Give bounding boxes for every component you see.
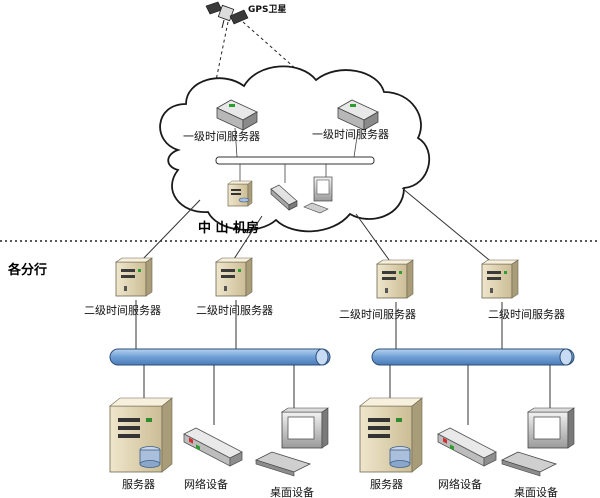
right-desktop-icon: [501, 407, 575, 477]
level2-server-4-icon: [481, 259, 519, 299]
right-server-label: 服务器: [370, 478, 403, 491]
level2-server-4-label: 二级时间服务器: [488, 308, 565, 321]
left-server-label: 服务器: [122, 478, 155, 491]
right-desktop-label: 桌面设备: [514, 485, 558, 498]
satellite-label: GPS卫星: [248, 4, 286, 15]
link-l1-to-l2-4: [401, 187, 495, 265]
right-network-device-icon: [437, 427, 497, 467]
right-branch-bus: [371, 348, 575, 366]
left-branch-bus: [109, 348, 331, 366]
level2-server-1-icon: [115, 257, 153, 297]
cloud-network-device-icon: [270, 184, 298, 211]
cloud-bus: [215, 156, 375, 165]
right-network-device-label: 网络设备: [438, 477, 482, 491]
left-network-device-label: 网络设备: [184, 477, 228, 491]
link-l1-to-l2-3: [355, 213, 393, 265]
left-desktop-label: 桌面设备: [270, 485, 314, 498]
link-l1-to-l2-1: [139, 199, 201, 263]
link-l1-to-l2-2: [231, 215, 263, 263]
branches-label: 各分行: [7, 262, 47, 278]
right-server-icon: [359, 397, 423, 473]
level2-server-3-icon: [376, 259, 414, 299]
left-desktop-icon: [255, 407, 329, 477]
satellite-icon: [205, 1, 249, 29]
level2-server-1-label: 二级时间服务器: [84, 304, 161, 317]
cloud-desktop-icon: [303, 176, 333, 214]
level2-server-2-icon: [215, 257, 253, 297]
data-center-label: 中 山 机房: [198, 220, 259, 236]
level1-server-2-label: 一级时间服务器: [312, 128, 389, 141]
level1-server-1-label: 一级时间服务器: [183, 130, 260, 143]
cloud-server-icon: [227, 180, 253, 207]
level2-server-3-label: 二级时间服务器: [339, 308, 416, 321]
level2-server-2-label: 二级时间服务器: [196, 304, 273, 317]
left-server-icon: [109, 397, 173, 473]
left-network-device-icon: [183, 427, 243, 467]
